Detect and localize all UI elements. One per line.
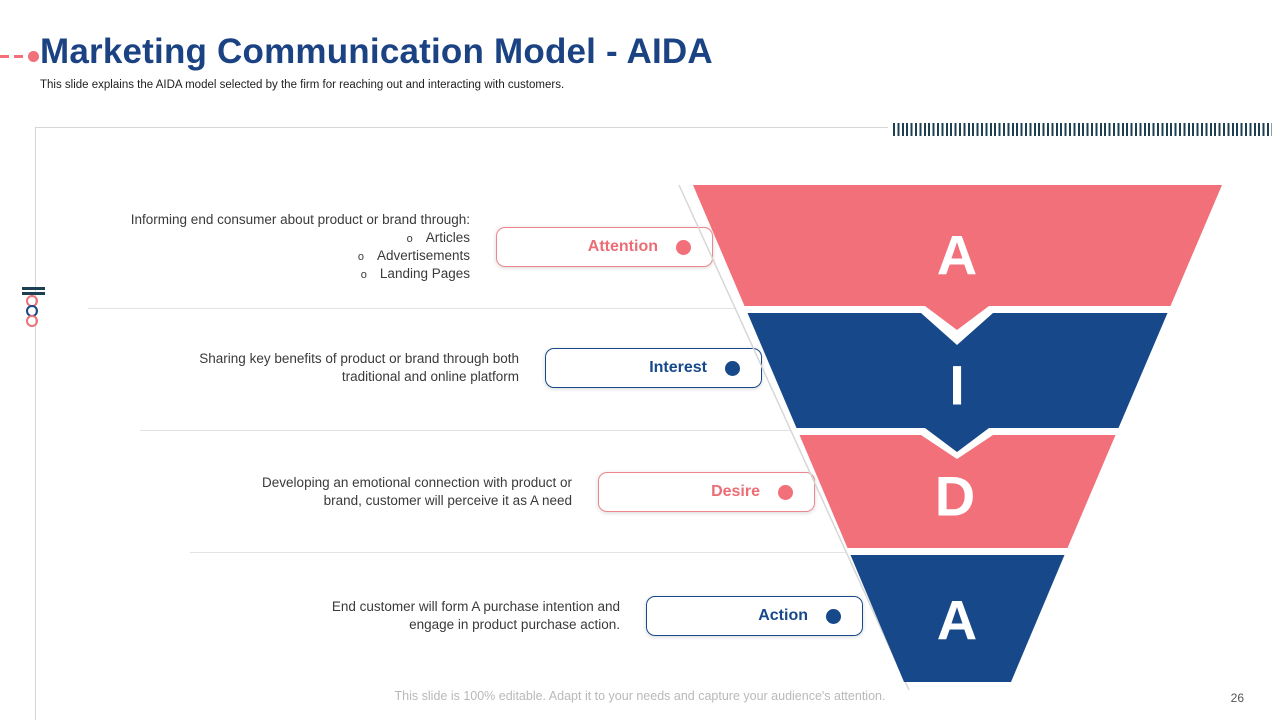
stage-dot-icon <box>778 484 793 500</box>
stage-dot-icon <box>725 360 740 376</box>
stage-row-attention: Informing end consumer about product or … <box>40 205 713 289</box>
stage-dot-icon <box>676 239 691 255</box>
attention-button-label: Attention <box>587 238 658 255</box>
funnel-segment-interest <box>747 313 1168 452</box>
funnel-segment-desire <box>799 435 1116 548</box>
action-button-label: Action <box>758 607 808 624</box>
funnel-letter-action: A <box>937 589 977 652</box>
funnel-letter-desire: D <box>935 465 975 528</box>
interest-button-label: Interest <box>649 359 707 376</box>
bullet-text: Articles <box>425 230 470 246</box>
stage-description-interest: Sharing key benefits of product or brand… <box>199 351 519 384</box>
row-separator <box>190 552 846 553</box>
dash-icon <box>14 55 23 58</box>
frame-top-border <box>35 127 888 128</box>
funnel-letter-interest: I <box>949 354 965 417</box>
funnel-letter-attention: A <box>937 224 977 287</box>
interest-button[interactable]: Interest <box>545 348 762 388</box>
bullet-marker: o <box>360 268 367 281</box>
funnel-segment-action <box>850 555 1065 682</box>
row-separator <box>140 430 791 431</box>
bar-icon <box>22 292 45 295</box>
stage-description-action: End customer will form A purchase intent… <box>331 599 620 632</box>
desire-button[interactable]: Desire <box>598 472 815 512</box>
margin-decor-icon <box>22 287 46 327</box>
attention-button[interactable]: Attention <box>496 227 713 267</box>
ring-icon <box>26 315 38 327</box>
bullet-item: o Landing Pages <box>88 265 470 283</box>
stage-dot-icon <box>826 608 841 624</box>
stage-description-attention: Informing end consumer about product or … <box>88 211 470 282</box>
title-accent-icon <box>0 51 39 62</box>
bullet-marker: o <box>406 233 413 246</box>
bar-icon <box>22 287 45 290</box>
frame-left-border <box>35 127 36 720</box>
bullet-item: o Articles <box>88 229 470 247</box>
footer-note: This slide is 100% editable. Adapt it to… <box>394 689 886 703</box>
dash-icon <box>0 55 9 58</box>
tick-strip-decoration <box>893 123 1272 136</box>
dot-icon <box>28 51 39 62</box>
action-button[interactable]: Action <box>646 596 863 636</box>
page-title: Marketing Communication Model - AIDA <box>40 32 713 71</box>
bullet-item: o Advertisements <box>88 247 470 265</box>
row-separator <box>88 308 736 309</box>
funnel-segment-attention <box>693 185 1222 330</box>
stage-description-text: Informing end consumer about product or … <box>130 212 470 228</box>
stage-row-interest: Sharing key benefits of product or brand… <box>40 328 762 408</box>
bullet-text: Landing Pages <box>379 265 470 281</box>
bullet-marker: o <box>357 251 364 263</box>
stage-row-desire: Developing an emotional connection with … <box>40 452 815 532</box>
bullet-text: Advertisements <box>376 248 470 263</box>
page-subtitle: This slide explains the AIDA model selec… <box>40 79 565 91</box>
funnel-guide-line <box>678 184 910 691</box>
page-number: 26 <box>1230 691 1244 705</box>
stage-row-action: End customer will form A purchase intent… <box>40 576 863 656</box>
desire-button-label: Desire <box>711 483 760 500</box>
stage-description-desire: Developing an emotional connection with … <box>262 475 572 508</box>
